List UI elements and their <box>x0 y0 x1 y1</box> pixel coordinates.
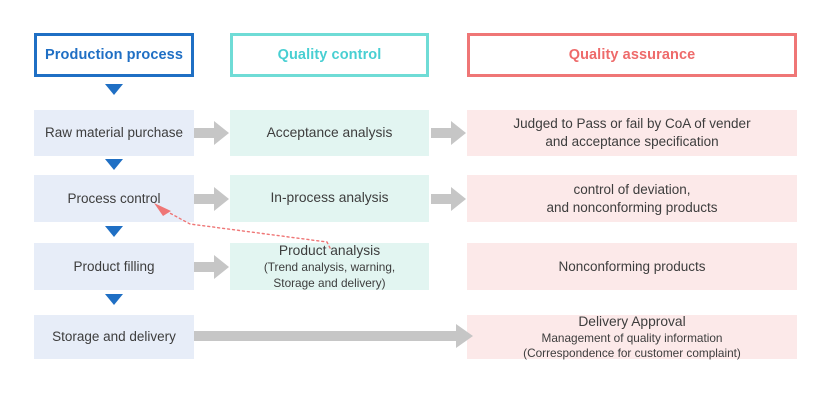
qa-box-nonconforming-products: Nonconforming products <box>467 243 797 290</box>
triangle-down-icon <box>105 294 123 305</box>
block-arrow-right-icon <box>194 121 229 145</box>
qc-box-title: Acceptance analysis <box>266 124 393 140</box>
qa-box-delivery-approval: Delivery Approval Management of quality … <box>467 313 797 361</box>
block-arrow-right-icon <box>194 255 229 279</box>
process-box-label: Process control <box>67 190 161 206</box>
process-box-raw-material-purchase: Raw material purchase <box>34 110 194 156</box>
qa-box-line-2: and nonconforming products <box>546 199 718 215</box>
process-box-label: Raw material purchase <box>44 125 184 141</box>
qc-box-title: In-process analysis <box>270 190 389 206</box>
block-arrow-right-icon <box>431 187 466 211</box>
qa-box-line-1: control of deviation, <box>573 181 691 197</box>
qc-box-subtitle: (Trend analysis, warning,Storage and del… <box>263 260 396 290</box>
column-header-production-process-label: Production process <box>45 47 183 63</box>
process-box-label: Product filling <box>73 258 155 274</box>
process-box-process-control: Process control <box>34 175 194 222</box>
process-box-storage-and-delivery: Storage and delivery <box>34 315 194 359</box>
block-arrow-right-icon <box>431 121 466 145</box>
column-header-quality-control: Quality control <box>230 33 429 77</box>
triangle-down-icon <box>105 159 123 170</box>
qa-box-acceptance-judgement: Judged to Pass or fail by CoA of vender … <box>467 110 797 156</box>
triangle-down-icon <box>105 84 123 95</box>
block-arrow-right-icon <box>194 187 229 211</box>
qc-box-title: Product analysis <box>278 243 381 259</box>
column-header-production-process: Production process <box>34 33 194 77</box>
block-arrow-right-long-icon <box>194 324 473 348</box>
qc-box-in-process-analysis: In-process analysis <box>230 175 429 222</box>
triangle-down-icon <box>105 226 123 237</box>
qc-box-acceptance-analysis: Acceptance analysis <box>230 110 429 156</box>
qa-box-title: Delivery Approval <box>578 313 686 329</box>
qa-box-line-1: Management of quality information <box>541 330 723 345</box>
qa-box-line-2: and acceptance specification <box>545 134 719 149</box>
qa-box-line-2: (Correspondence for customer complaint) <box>523 346 741 361</box>
column-header-quality-assurance-label: Quality assurance <box>568 47 696 63</box>
process-box-label: Storage and delivery <box>52 329 176 345</box>
qc-box-product-analysis: Product analysis (Trend analysis, warnin… <box>230 243 429 290</box>
qa-box-line-1: Nonconforming products <box>558 258 706 274</box>
column-header-quality-assurance: Quality assurance <box>467 33 797 77</box>
qa-box-line-1: Judged to Pass or fail by CoA of vender <box>513 116 751 132</box>
process-box-product-filling: Product filling <box>34 243 194 290</box>
column-header-quality-control-label: Quality control <box>277 47 382 63</box>
qa-box-control-of-deviation: control of deviation, and nonconforming … <box>467 175 797 222</box>
